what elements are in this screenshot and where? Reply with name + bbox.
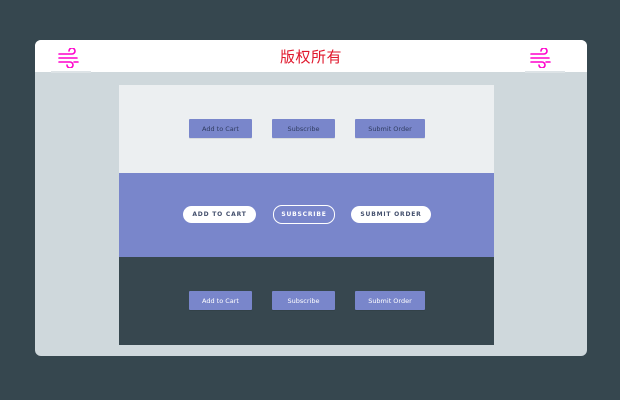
- light-section: Add to Cart Subscribe Submit Order: [119, 85, 494, 173]
- header-underline: [51, 71, 91, 73]
- add-to-cart-button[interactable]: ADD TO CART: [183, 206, 256, 223]
- purple-section: ADD TO CART SUBSCRIBE SUBMIT ORDER: [119, 173, 494, 257]
- subscribe-button[interactable]: SUBSCRIBE: [273, 205, 335, 224]
- subscribe-button[interactable]: Subscribe: [272, 291, 335, 310]
- subscribe-button[interactable]: Subscribe: [272, 119, 335, 138]
- submit-order-button[interactable]: Submit Order: [355, 291, 425, 310]
- page-title: 版权所有: [279, 48, 342, 66]
- submit-order-button[interactable]: Submit Order: [355, 119, 425, 138]
- header-underline: [525, 71, 565, 73]
- add-to-cart-button[interactable]: Add to Cart: [189, 119, 252, 138]
- button-demo-panel: Add to Cart Subscribe Submit Order ADD T…: [119, 85, 494, 345]
- wind-icon: [58, 48, 79, 68]
- dark-section: Add to Cart Subscribe Submit Order: [119, 257, 494, 345]
- header-bar: 版权所有: [35, 40, 587, 73]
- demo-window: 版权所有 Add to Cart Subscribe Submit Order …: [35, 40, 587, 356]
- wind-icon: [530, 48, 551, 68]
- add-to-cart-button[interactable]: Add to Cart: [189, 291, 252, 310]
- submit-order-button[interactable]: SUBMIT ORDER: [351, 206, 431, 223]
